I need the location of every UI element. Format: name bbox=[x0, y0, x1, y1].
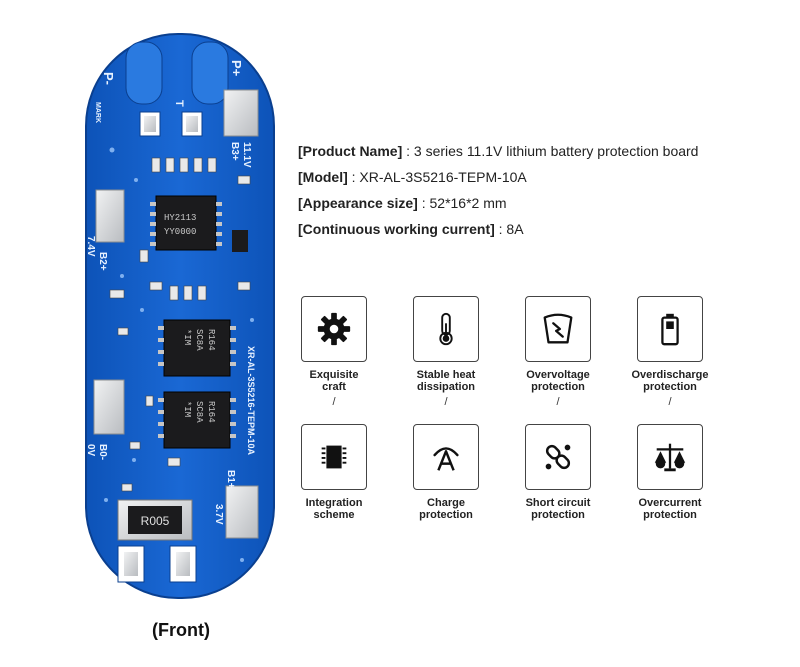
mosfet2-marking-3: *IM bbox=[182, 401, 192, 417]
scales-icon bbox=[654, 443, 686, 472]
mosfet2-marking-2: SC8A bbox=[194, 401, 204, 423]
silk-b2-voltage: 7.4V bbox=[85, 236, 96, 257]
mosfet1-marking-2: SC8A bbox=[194, 329, 204, 351]
thermometer-icon bbox=[439, 312, 453, 346]
silk-b0-voltage: 0V bbox=[85, 444, 96, 457]
spec-current: [Continuous working current] : 8A bbox=[298, 221, 524, 237]
silk-p-minus: P- bbox=[101, 72, 116, 85]
ic-marking-2: YY0000 bbox=[164, 227, 196, 237]
silk-t: T bbox=[173, 100, 185, 107]
silk-b1-voltage: 3.7V bbox=[213, 504, 224, 525]
spec-size: [Appearance size] : 52*16*2 mm bbox=[298, 195, 507, 211]
battery-icon bbox=[661, 313, 679, 346]
spec-list: [Product Name] : 3 series 11.1V lithium … bbox=[298, 138, 778, 242]
silk-b2: B2+ bbox=[97, 252, 108, 271]
resistor-label: R005 bbox=[141, 514, 170, 528]
ic-marking-1: HY2113 bbox=[164, 213, 196, 223]
pcb-board: P- P+ MARK T B3+ 11.1V bbox=[85, 33, 275, 599]
mosfet1-marking-1: R164 bbox=[206, 329, 216, 351]
voltage-shield-icon bbox=[543, 313, 573, 344]
spec-model: [Model] : XR-AL-3S5216-TEPM-10A bbox=[298, 169, 527, 185]
silk-b0: B0- bbox=[97, 444, 108, 460]
silk-b3: B3+ bbox=[229, 142, 240, 161]
spec-product-name: [Product Name] : 3 series 11.1V lithium … bbox=[298, 143, 699, 159]
mosfet1-marking-3: *IM bbox=[182, 329, 192, 345]
charge-arc-icon bbox=[433, 447, 459, 471]
short-circuit-icon bbox=[545, 444, 571, 470]
pcb-board-image: P- P+ MARK T B3+ 11.1V bbox=[82, 30, 278, 602]
front-caption: (Front) bbox=[152, 620, 210, 640]
chip-icon bbox=[321, 445, 347, 469]
mosfet2-marking-1: R164 bbox=[206, 401, 216, 423]
gear-icon bbox=[317, 312, 351, 346]
silk-b1: B1+ bbox=[225, 470, 236, 489]
silk-model: XR-AL-3S5216-TEPM-10A bbox=[246, 346, 256, 456]
silk-p-plus: P+ bbox=[229, 60, 244, 77]
silk-b3-voltage: 11.1V bbox=[241, 142, 252, 168]
silk-mark: MARK bbox=[94, 102, 101, 123]
